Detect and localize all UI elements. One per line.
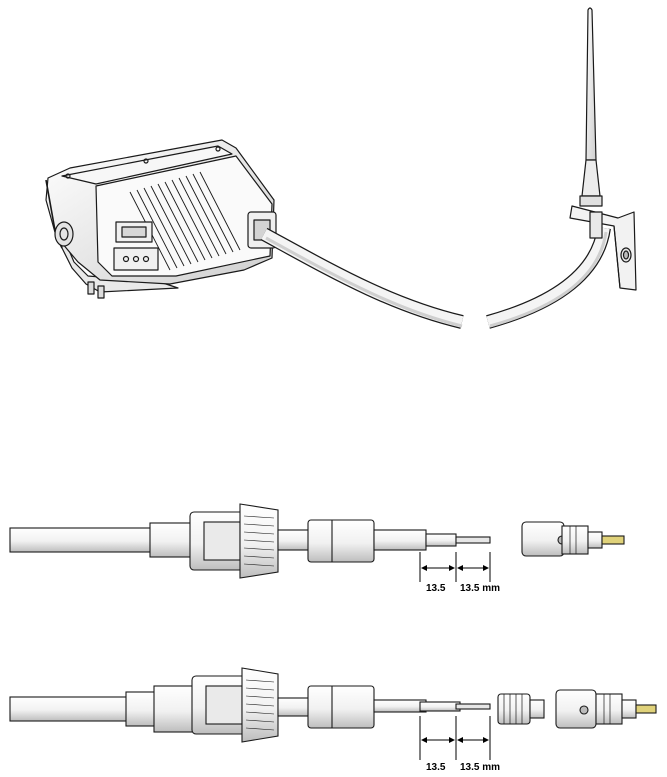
dimension-lines-top <box>420 552 490 582</box>
plug-pin <box>602 536 624 544</box>
connector-assembly-bottom <box>10 668 656 742</box>
sleeve <box>308 686 374 728</box>
coax-cable <box>10 528 160 552</box>
dimension-label-top-left: 13.5 <box>426 583 445 594</box>
dimension-lines-bottom <box>420 716 490 760</box>
thread-adapter <box>498 694 530 724</box>
radio-unit-illustration <box>46 140 276 298</box>
connector-assembly-top <box>10 504 624 578</box>
coax-cable <box>10 697 130 721</box>
dimension-label-bottom-left: 13.5 <box>426 762 445 773</box>
center-conductor <box>456 537 490 543</box>
center-conductor <box>456 704 490 709</box>
dimension-label-bottom-right: 13.5 mm <box>460 762 500 773</box>
sleeve <box>308 520 374 562</box>
vhf-antenna-illustration <box>488 8 636 326</box>
mounting-knob <box>55 222 73 246</box>
antenna-cable-left <box>264 234 462 326</box>
antenna-whip <box>586 8 596 160</box>
power-connector <box>114 248 158 270</box>
plug-pin <box>636 705 656 713</box>
dimension-label-top-right: 13.5 mm <box>460 583 500 594</box>
plug-body <box>556 690 596 728</box>
